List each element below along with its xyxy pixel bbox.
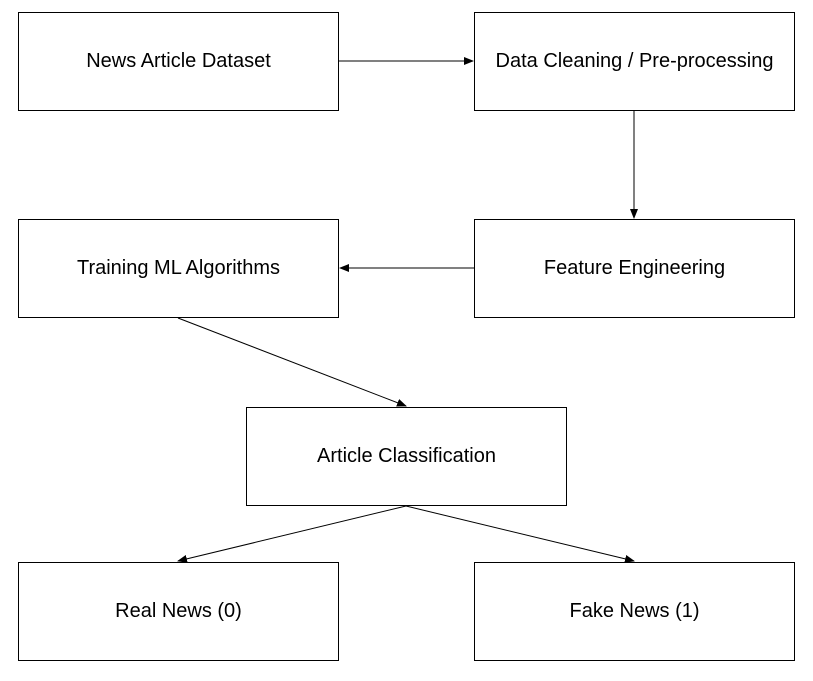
node-label: News Article Dataset <box>86 50 271 72</box>
real-news-node: Real News (0) <box>18 562 339 661</box>
node-label: Data Cleaning / Pre-processing <box>495 50 774 72</box>
training-ml-algorithms-node: Training ML Algorithms <box>18 219 339 318</box>
news-article-dataset-node: News Article Dataset <box>18 12 339 111</box>
arrow-classification-to-real <box>177 505 407 563</box>
fake-news-node: Fake News (1) <box>474 562 795 661</box>
node-label: Fake News (1) <box>569 600 700 622</box>
feature-engineering-node: Feature Engineering <box>474 219 795 318</box>
arrow-classification-to-fake <box>405 505 635 563</box>
data-cleaning-node: Data Cleaning / Pre-processing <box>474 12 795 111</box>
node-label: Article Classification <box>317 445 496 467</box>
arrow-training-to-classification <box>177 317 407 407</box>
node-label: Real News (0) <box>115 600 242 622</box>
article-classification-node: Article Classification <box>246 407 567 506</box>
node-label: Feature Engineering <box>543 257 726 279</box>
node-label: Training ML Algorithms <box>76 257 281 279</box>
